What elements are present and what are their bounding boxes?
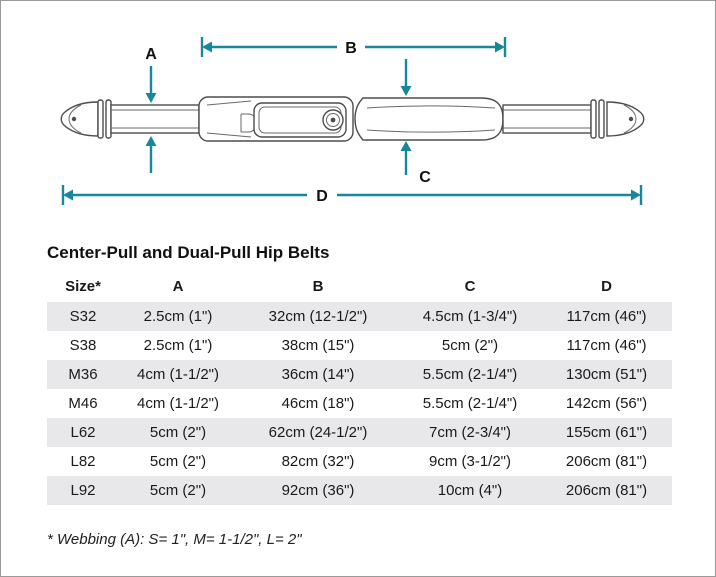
cell-size: S38 <box>69 337 97 354</box>
col-header-c: C <box>464 278 476 295</box>
table-row: M46 4cm (1-1/2") 46cm (18") 5.5cm (2-1/4… <box>47 389 672 418</box>
table-header-row: Size* A B C D <box>47 273 672 302</box>
cell-c: 9cm (3-1/2") <box>428 453 511 470</box>
table-row: M36 4cm (1-1/2") 36cm (14") 5.5cm (2-1/4… <box>47 360 672 389</box>
cell-d: 155cm (61") <box>565 424 648 441</box>
cell-a: 2.5cm (1") <box>143 308 213 325</box>
dimension-arrow-a: A <box>145 46 157 173</box>
cell-size: M36 <box>68 366 98 383</box>
table-row: L62 5cm (2") 62cm (24-1/2") 7cm (2-3/4")… <box>47 418 672 447</box>
cell-c: 5.5cm (2-1/4") <box>422 366 518 383</box>
cell-d: 130cm (51") <box>565 366 648 383</box>
col-header-a: A <box>172 278 184 295</box>
cell-b: 46cm (18") <box>281 395 355 412</box>
dimension-label-b: B <box>345 40 357 57</box>
cell-size: L82 <box>70 453 96 470</box>
cell-b: 32cm (12-1/2") <box>268 308 368 325</box>
cell-b: 38cm (15") <box>281 337 355 354</box>
table-section: Center-Pull and Dual-Pull Hip Belts Size… <box>1 231 715 548</box>
cell-b: 36cm (14") <box>281 366 355 383</box>
table-row: S32 2.5cm (1") 32cm (12-1/2") 4.5cm (1-3… <box>47 302 672 331</box>
dimension-label-c: C <box>419 169 431 186</box>
cell-a: 5cm (2") <box>149 424 207 441</box>
dimension-arrow-d: D <box>61 185 643 205</box>
dimension-arrow-b: B <box>200 37 507 96</box>
cell-size: L92 <box>70 482 96 499</box>
table-row: S38 2.5cm (1") 38cm (15") 5cm (2") 117cm… <box>47 331 672 360</box>
cell-b: 92cm (36") <box>281 482 355 499</box>
cell-c: 10cm (4") <box>437 482 503 499</box>
footnote: * Webbing (A): S= 1", M= 1-1/2", L= 2" <box>47 531 302 548</box>
cell-b: 82cm (32") <box>281 453 355 470</box>
cell-size: S32 <box>69 308 97 325</box>
dimension-arrow-c: C <box>400 141 431 186</box>
cell-a: 2.5cm (1") <box>143 337 213 354</box>
belt-diagram: A B C <box>1 1 715 231</box>
cell-d: 117cm (46") <box>566 308 647 325</box>
cell-a: 5cm (2") <box>149 482 207 499</box>
cell-size: L62 <box>70 424 96 441</box>
col-header-b: B <box>312 278 324 295</box>
cell-a: 4cm (1-1/2") <box>136 366 219 383</box>
cell-b: 62cm (24-1/2") <box>268 424 368 441</box>
cell-d: 117cm (46") <box>566 337 647 354</box>
cell-d: 206cm (81") <box>565 482 648 499</box>
belt-diagram-svg: A B C <box>60 37 645 205</box>
cell-a: 5cm (2") <box>149 453 207 470</box>
table-row: L82 5cm (2") 82cm (32") 9cm (3-1/2") 206… <box>47 447 672 476</box>
belt-illustration <box>60 96 645 142</box>
col-header-size: Size* <box>65 278 101 295</box>
cell-c: 5cm (2") <box>441 337 499 354</box>
table-title: Center-Pull and Dual-Pull Hip Belts <box>47 243 330 262</box>
cell-a: 4cm (1-1/2") <box>136 395 219 412</box>
cell-c: 5.5cm (2-1/4") <box>422 395 518 412</box>
cell-c: 4.5cm (1-3/4") <box>422 308 518 325</box>
table-row: L92 5cm (2") 92cm (36") 10cm (4") 206cm … <box>47 476 672 505</box>
dimension-label-d: D <box>316 188 328 205</box>
cell-d: 142cm (56") <box>565 395 648 412</box>
dimension-label-a: A <box>145 46 157 63</box>
cell-size: M46 <box>68 395 98 412</box>
cell-d: 206cm (81") <box>565 453 648 470</box>
cell-c: 7cm (2-3/4") <box>428 424 511 441</box>
col-header-d: D <box>601 278 612 295</box>
size-table: Size* A B C D S32 2.5cm (1") 32cm (12-1/… <box>47 273 672 505</box>
